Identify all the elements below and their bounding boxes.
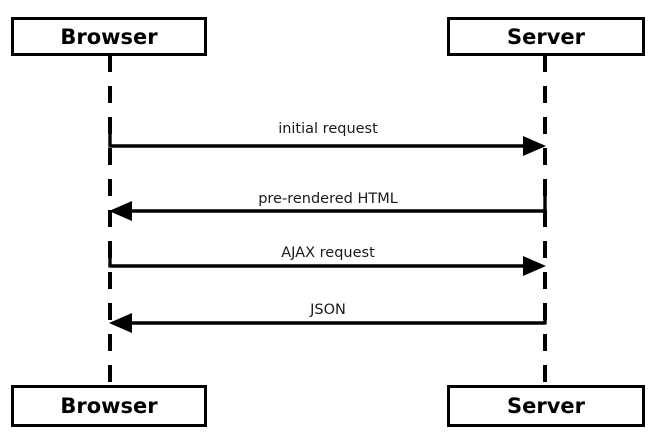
message-label-json: JSON	[309, 302, 346, 318]
participant-label-browser-top: Browser	[60, 25, 158, 49]
participant-header-browser[interactable]: Browser	[11, 17, 207, 56]
participant-label-server-top: Server	[507, 25, 586, 49]
message-initial-request[interactable]: initial request	[108, 121, 546, 156]
participant-footer-server[interactable]: Server	[447, 385, 645, 427]
participant-box-server-bottom[interactable]	[447, 385, 645, 427]
message-pre-rendered-html[interactable]: pre-rendered HTML	[109, 191, 547, 221]
participant-label-server-bottom: Server	[507, 394, 586, 418]
arrowhead-left-json	[109, 313, 132, 333]
participant-box-browser-bottom[interactable]	[11, 385, 207, 427]
arrowhead-left-pre-rendered-html	[109, 201, 132, 221]
participant-header-server[interactable]: Server	[447, 17, 645, 56]
arrowhead-right-initial-request	[523, 136, 546, 156]
arrowhead-right-ajax-request	[523, 256, 546, 276]
participant-box-browser-top[interactable]	[11, 17, 207, 56]
message-ajax-request[interactable]: AJAX request	[108, 245, 546, 276]
participant-box-server-top[interactable]	[447, 17, 645, 56]
message-label-ajax-request: AJAX request	[281, 245, 375, 261]
message-json[interactable]: JSON	[109, 302, 547, 333]
participant-footer-browser[interactable]: Browser	[11, 385, 207, 427]
lifelines-group	[108, 55, 547, 385]
message-label-initial-request: initial request	[278, 121, 378, 137]
message-label-pre-rendered-html: pre-rendered HTML	[258, 191, 398, 207]
participant-label-browser-bottom: Browser	[60, 394, 158, 418]
